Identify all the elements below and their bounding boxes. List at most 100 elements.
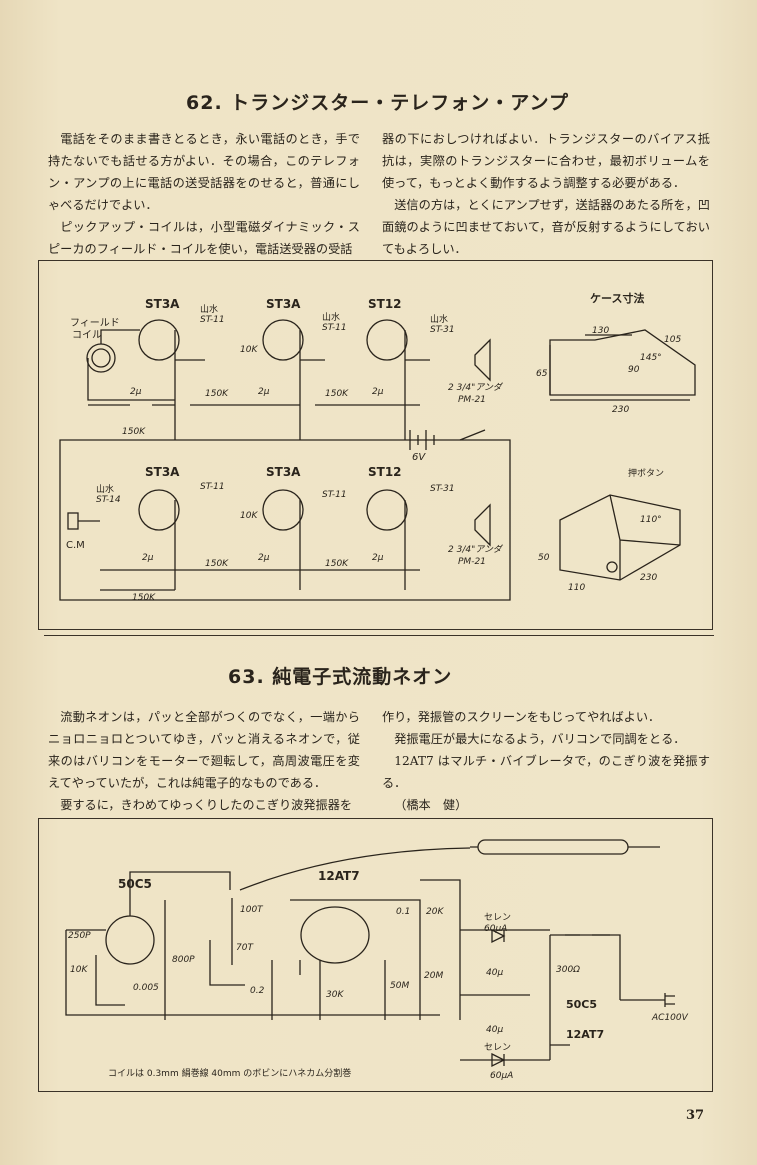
case-dimension: 145°: [640, 353, 662, 363]
case-dimension: 230: [612, 405, 629, 415]
mic-label: C.M: [66, 540, 85, 551]
speaker-label: PM-21: [458, 557, 486, 567]
speaker-label: 2 3/4"アンダ: [448, 544, 504, 555]
capacitor-label: 2μ: [372, 553, 384, 563]
case-dimension: 105: [664, 335, 681, 345]
paragraph: 送信の方は，とくにアンプせず，送話器のあたる所を，凹面鏡のように凹ませておいて，…: [382, 198, 710, 256]
transformer-label: ST-11: [200, 315, 225, 325]
transformer-brand: 山水: [430, 313, 448, 325]
author: （橋本 健）: [394, 798, 468, 812]
selenium-label: セレン: [484, 912, 511, 923]
capacitor-label: 0.1: [396, 907, 410, 917]
article-62-title: 62. トランジスター・テレフォン・アンプ: [186, 92, 569, 114]
field-coil-label: フィールド: [70, 318, 120, 329]
resistor-label: 30K: [326, 990, 344, 1000]
article-63-title: 63. 純電子式流動ネオン: [228, 666, 453, 688]
neon-tube-icon: [477, 839, 629, 855]
case-dimension: 110°: [640, 515, 662, 525]
transformer-label: ST-31: [430, 484, 455, 494]
telephone-amp-diagram-frame: [38, 260, 713, 630]
paragraph: 流動ネオンは，パッと全部がつくのでなく，一端からニョロニョロとついてゆき，パッと…: [48, 710, 360, 790]
capacitor-label: 0.2: [250, 986, 265, 996]
case-dimension: 130: [592, 326, 609, 336]
resistor-label: 150K: [205, 559, 229, 569]
vacuum-tube-icon: [300, 906, 370, 964]
capacitor-label: 2μ: [130, 387, 142, 397]
tube-label: 12AT7: [318, 869, 360, 883]
resistor-label: 10K: [240, 511, 258, 521]
case-dimension: 110: [568, 583, 585, 593]
field-coil-label: コイル: [72, 330, 102, 341]
paragraph: 要するに，きわめてゆっくりしたのこぎり波発振器を: [60, 798, 353, 812]
resistor-label: 150K: [122, 427, 146, 437]
resistor-label: 150K: [132, 593, 156, 603]
transistor-icon: [262, 489, 304, 531]
capacitor-label: 0.005: [133, 983, 159, 993]
tube-label: 50C5: [118, 877, 152, 891]
transistor-icon: [138, 319, 180, 361]
resistor-label: 20K: [426, 907, 444, 917]
battery-icon: [409, 430, 435, 450]
paragraph: 電話をそのまま書きとるとき，永い電話のとき，手で持たないでも話せる方がよい．その…: [48, 132, 360, 212]
section-divider: [44, 635, 714, 636]
page-number: 37: [686, 1108, 705, 1123]
transistor-label: ST3A: [266, 297, 301, 311]
transistor-label: ST12: [368, 465, 402, 479]
transformer-label: ST-14: [96, 495, 121, 505]
resistor-label: 50M: [390, 981, 409, 991]
vacuum-tube-icon: [105, 915, 155, 965]
speaker-label: 2 3/4"アンダ: [448, 382, 504, 393]
paragraph: 器の下におしつければよい．トランジスターのバイアス抵抗は，実際のトランジスターに…: [382, 132, 710, 190]
transformer-brand: 山水: [200, 303, 218, 315]
case-title: ケース寸法: [590, 291, 644, 305]
article-62-left-column: 電話をそのまま書きとるとき，永い電話のとき，手で持たないでも話せる方がよい．その…: [48, 128, 360, 260]
transistor-icon: [262, 319, 304, 361]
resistor-label: 10K: [240, 345, 258, 355]
transformer-label: ST-11: [322, 323, 347, 333]
article-63-right-column: 作り，発振管のスクリーンをもじってやればよい． 発振電圧が最大になるよう，バリコ…: [382, 706, 710, 816]
capacitor-label: 40μ: [486, 1025, 503, 1035]
capacitor-label: 2μ: [258, 553, 270, 563]
paragraph: 作り，発振管のスクリーンをもじってやればよい．: [382, 710, 661, 724]
transistor-icon: [366, 489, 408, 531]
transistor-label: ST3A: [145, 297, 180, 311]
capacitor-label: 800P: [172, 955, 195, 965]
capacitor-label: 40μ: [486, 968, 503, 978]
speaker-label: PM-21: [458, 395, 486, 405]
heater-label: 50C5: [566, 998, 597, 1011]
transistor-icon: [138, 489, 180, 531]
transistor-label: ST3A: [266, 465, 301, 479]
transistor-icon: [366, 319, 408, 361]
transistor-label: ST12: [368, 297, 402, 311]
coil-label: 100T: [240, 905, 264, 915]
article-63-left-column: 流動ネオンは，パッと全部がつくのでなく，一端からニョロニョロとついてゆき，パッと…: [48, 706, 360, 816]
ac-plug-icon: [620, 993, 675, 1007]
transformer-label: ST-11: [322, 490, 347, 500]
paragraph: 12AT7 はマルチ・バイブレータで，のこぎり波を発振する．: [382, 754, 710, 790]
resistor-label: 150K: [325, 389, 349, 399]
selenium-diode-icon: [491, 928, 506, 944]
coil-label: 70T: [236, 943, 254, 953]
battery-label: 6V: [412, 452, 426, 463]
paragraph: 発振電圧が最大になるよう，バリコンで同調をとる．: [394, 732, 686, 746]
selenium-label: セレン: [484, 1042, 511, 1053]
ac-label: AC100V: [651, 1013, 689, 1023]
resistor-label: 150K: [325, 559, 349, 569]
capacitor-label: 2μ: [372, 387, 384, 397]
resistor-label: 20M: [424, 971, 443, 981]
push-button-label: 押ボタン: [628, 467, 664, 479]
resistor-label: 300Ω: [556, 965, 580, 975]
coil-note: コイルは 0.3mm 絹巻線 40mm のボビンにハネカム分割巻: [108, 1067, 351, 1079]
resistor-label: 150K: [205, 389, 229, 399]
resistor-label: 10K: [70, 965, 88, 975]
capacitor-label: 250P: [68, 931, 91, 941]
capacitor-label: 2μ: [258, 387, 270, 397]
selenium-diode-icon: [491, 1052, 506, 1068]
selenium-label: 60μA: [484, 924, 507, 934]
heater-label: 12AT7: [566, 1028, 604, 1041]
transformer-label: ST-11: [200, 482, 225, 492]
transformer-brand: 山水: [322, 311, 340, 323]
article-62-right-column: 器の下におしつければよい．トランジスターのバイアス抵抗は，実際のトランジスターに…: [382, 128, 710, 260]
